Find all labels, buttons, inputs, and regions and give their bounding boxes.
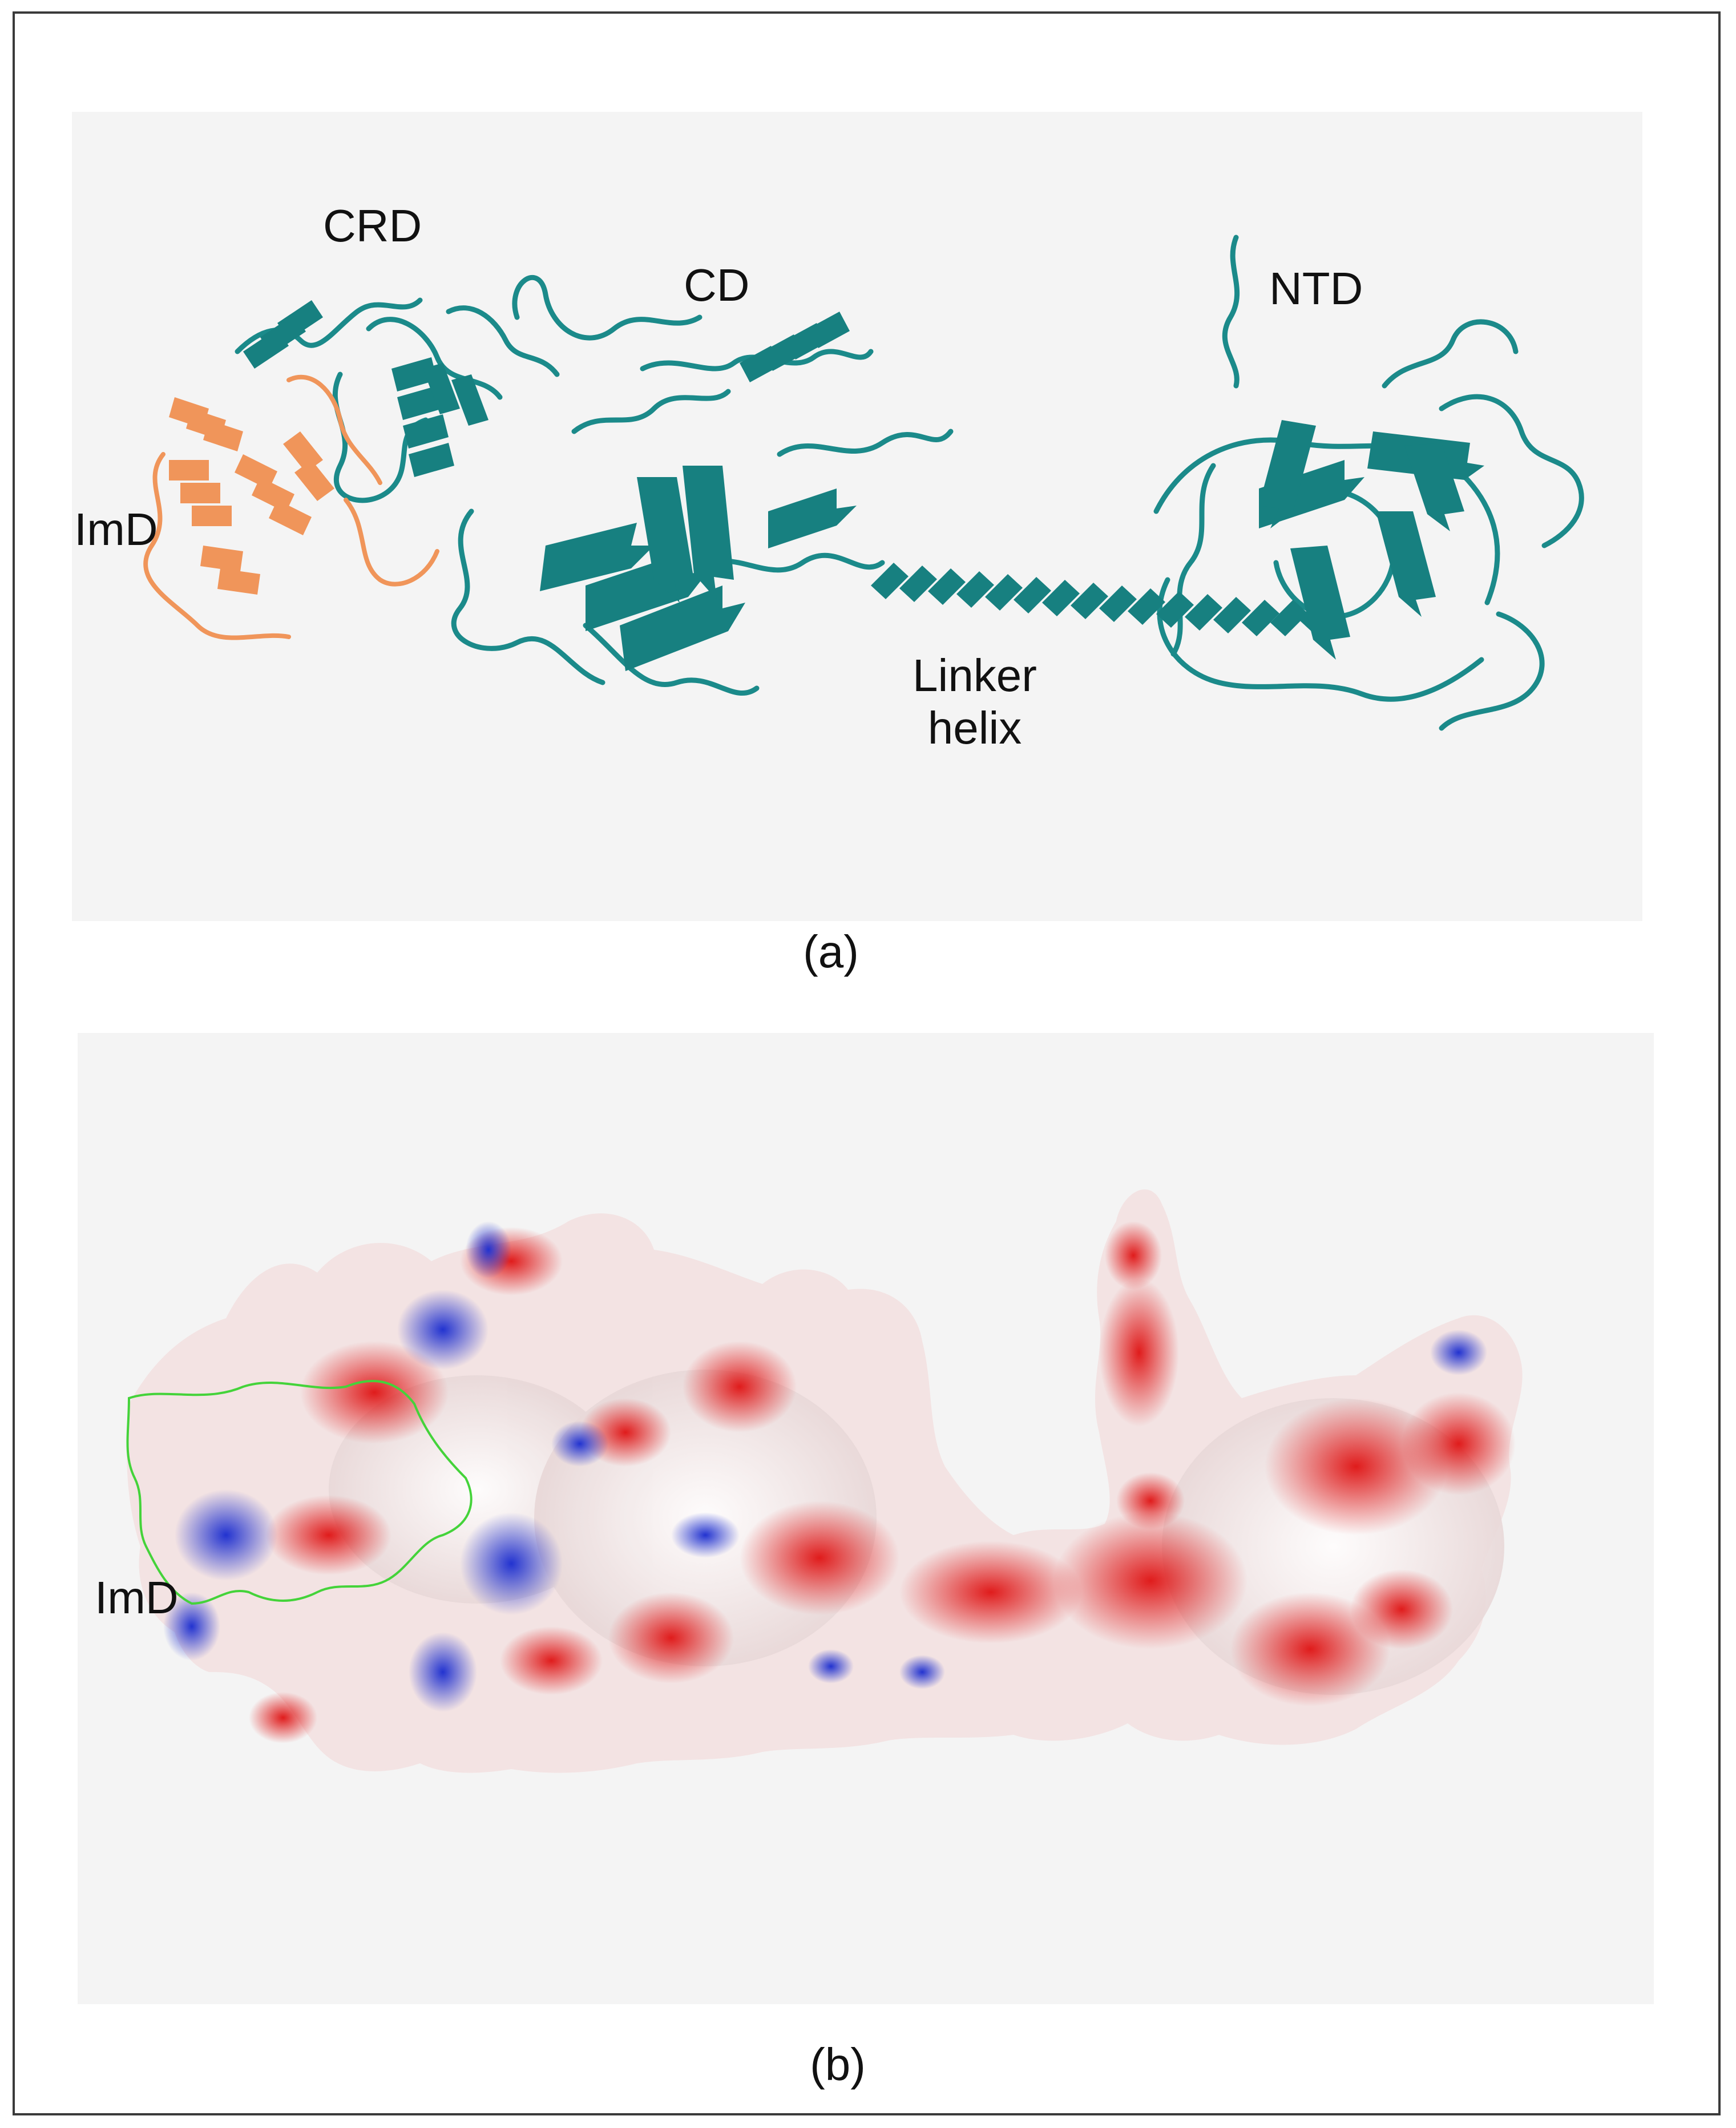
figure-frame: [13, 11, 1721, 2115]
label-linker-line2: helix: [927, 702, 1022, 753]
caption-a: (a): [803, 926, 859, 977]
electrostatic-surface-image: [126, 1189, 1523, 1773]
label-crd: CRD: [323, 200, 422, 251]
panel-b-electrostatic-surface: ImD: [78, 1033, 1654, 2004]
label-imd-a: ImD: [74, 504, 158, 555]
panel-a-ribbon-structure: CRD CD NTD ImD Linker helix: [72, 112, 1642, 921]
label-ntd: NTD: [1269, 263, 1363, 314]
caption-b: (b): [810, 2039, 866, 2090]
label-imd-b: ImD: [95, 1572, 179, 1623]
label-linker-line1: Linker: [913, 650, 1037, 701]
ribbon-structure-image: [143, 235, 1584, 731]
label-cd: CD: [684, 260, 750, 310]
label-linker-helix: Linker helix: [883, 649, 1066, 754]
